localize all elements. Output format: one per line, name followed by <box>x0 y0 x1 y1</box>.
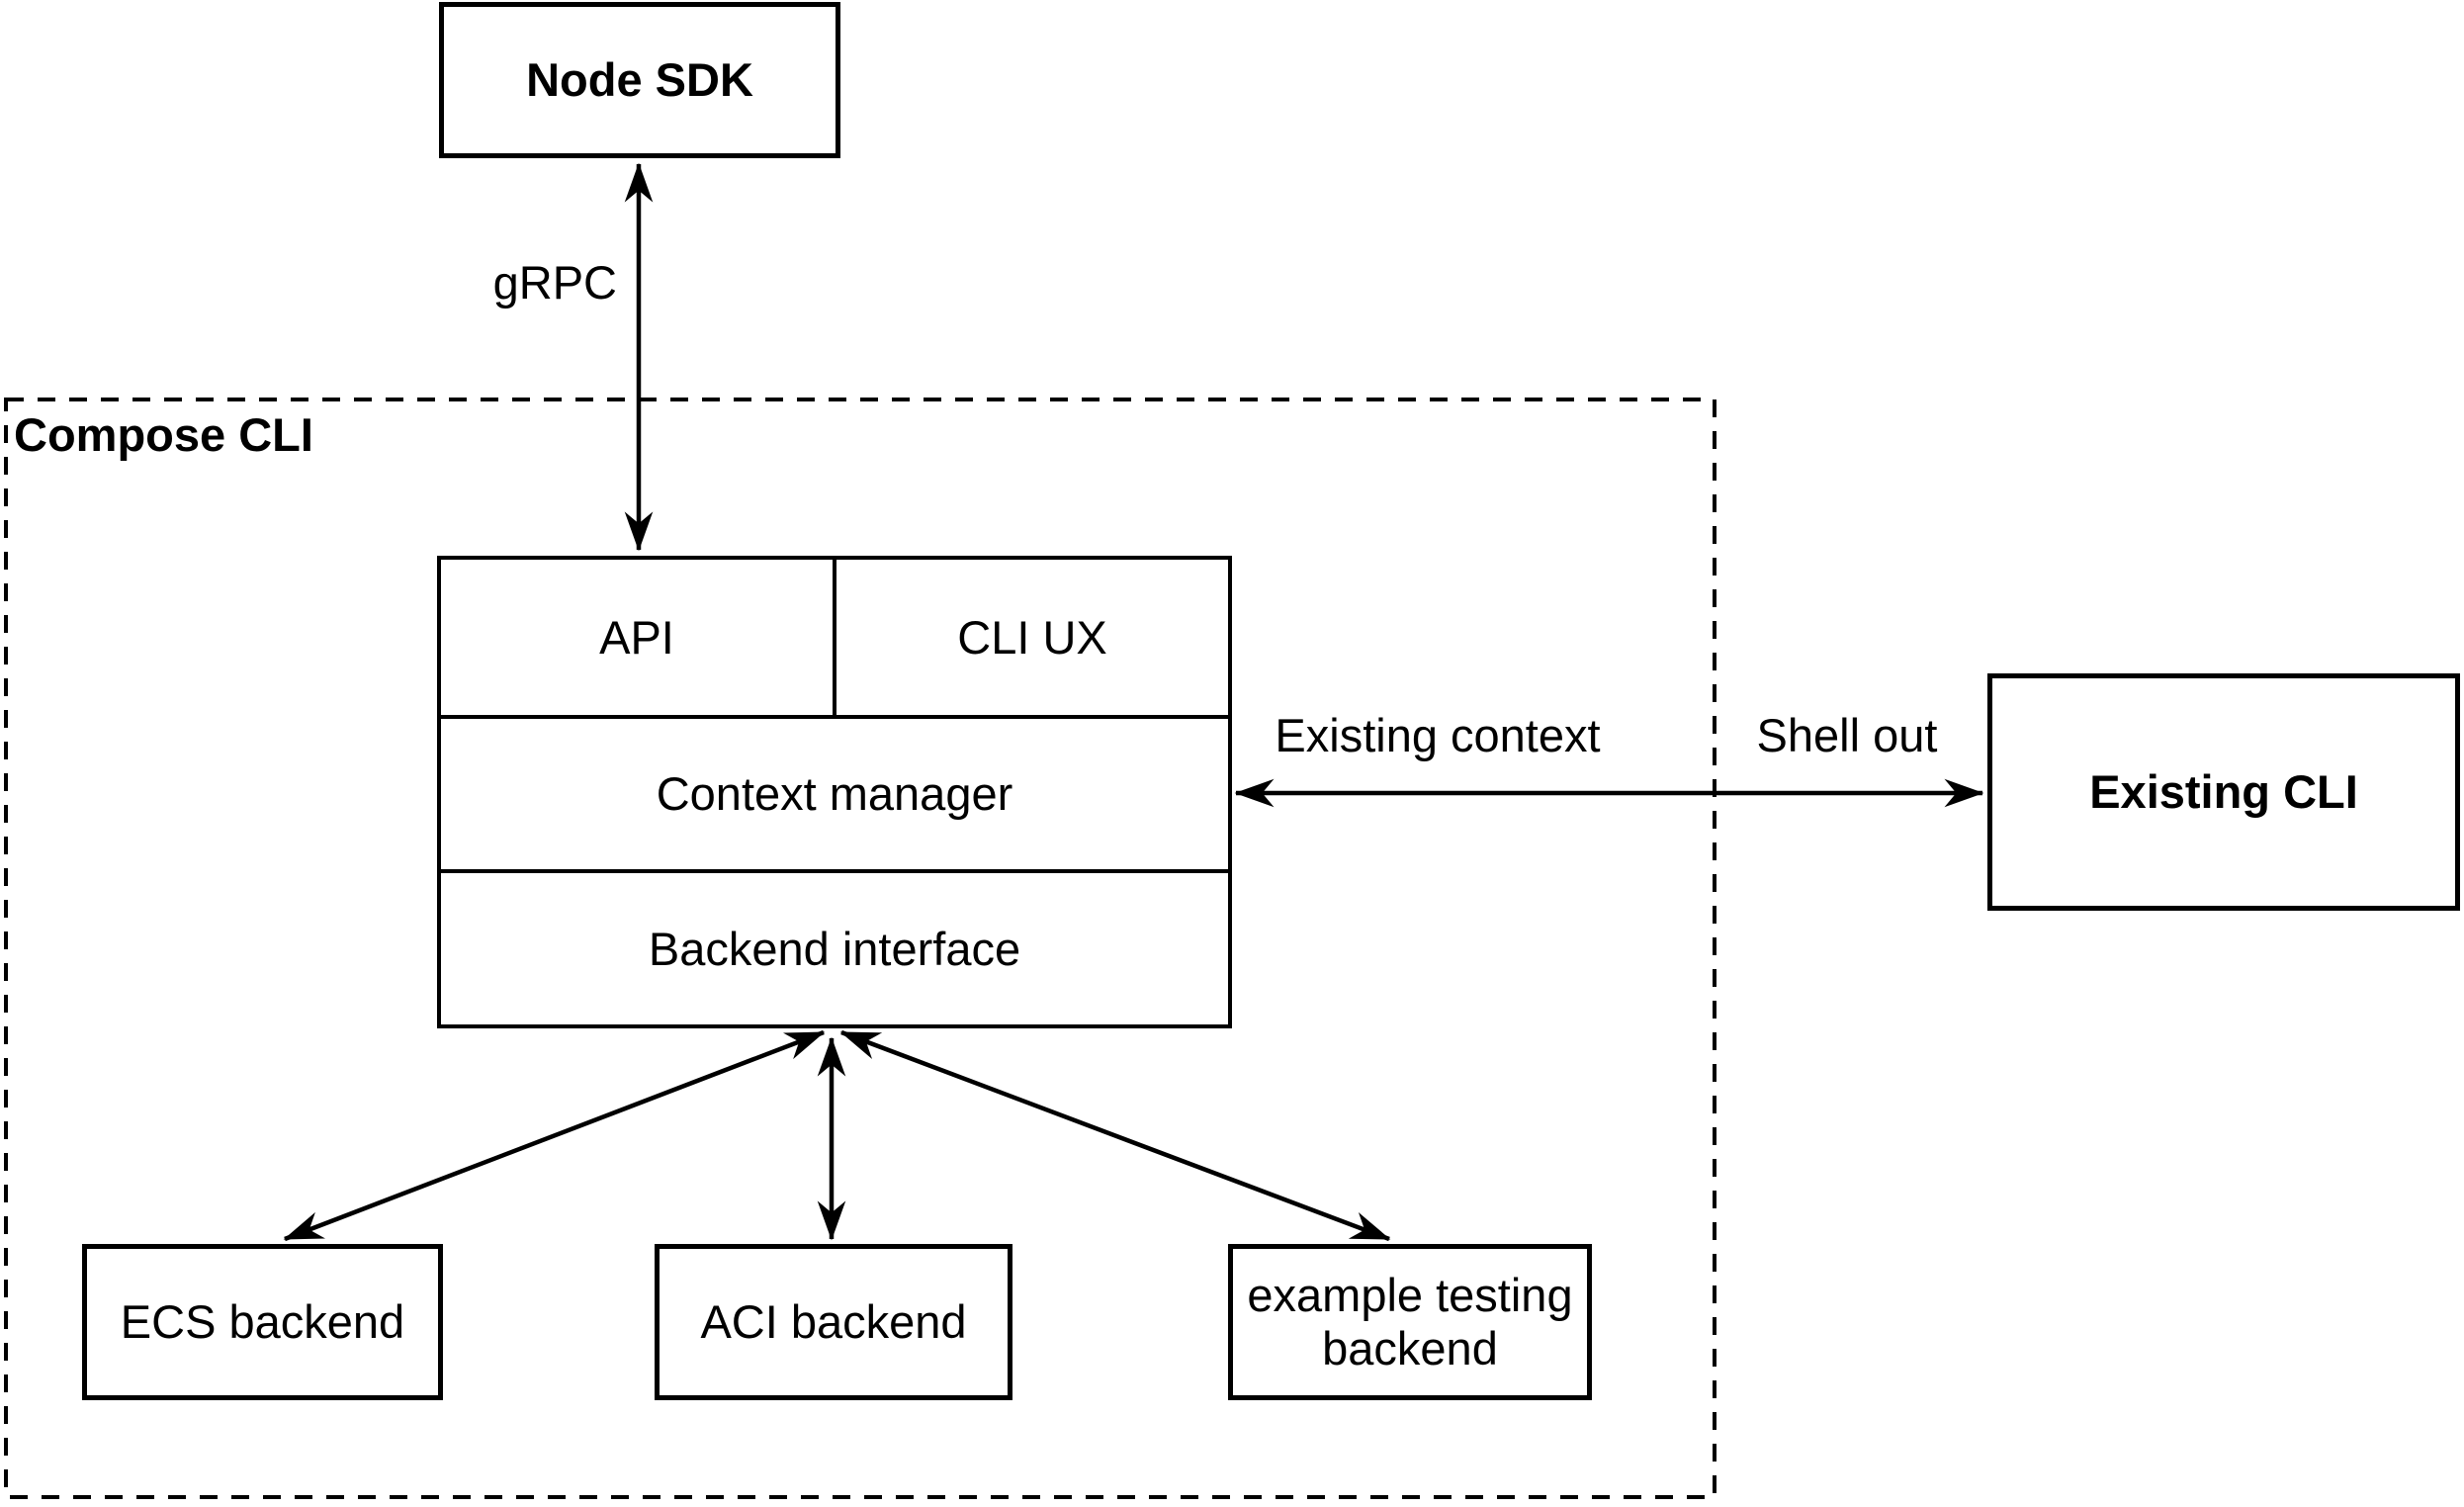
backend-interface-example-arrow <box>839 1029 1391 1242</box>
backend-interface-ecs-arrow <box>283 1029 826 1242</box>
example-testing-backend-box: example testing backend <box>1228 1244 1592 1400</box>
node-sdk-box: Node SDK <box>439 2 840 158</box>
shell-out-edge-label: Shell out <box>1756 709 1938 761</box>
api-label: API <box>599 610 674 664</box>
node-sdk-label: Node SDK <box>526 52 753 106</box>
cli-ux-label: CLI UX <box>957 610 1107 664</box>
cli-ux-cell: CLI UX <box>836 560 1228 715</box>
aci-backend-label: ACI backend <box>700 1294 967 1348</box>
existing-cli-box: Existing CLI <box>1987 673 2460 911</box>
context-manager-label: Context manager <box>656 767 1013 821</box>
context-manager-cell: Context manager <box>441 719 1228 870</box>
backend-interface-cell: Backend interface <box>441 873 1228 1024</box>
grpc-edge-label: gRPC <box>492 256 617 309</box>
compose-cli-container-label: Compose CLI <box>14 408 313 461</box>
example-testing-backend-label: example testing backend <box>1247 1268 1573 1374</box>
backend-interface-row: Backend interface <box>441 869 1228 1024</box>
context-manager-row: Context manager <box>441 714 1228 870</box>
existing-cli-label: Existing CLI <box>2089 764 2358 818</box>
ecs-backend-label: ECS backend <box>120 1294 405 1348</box>
aci-backend-box: ACI backend <box>655 1244 1012 1400</box>
backend-interface-label: Backend interface <box>648 923 1021 976</box>
compose-cli-container-border <box>4 398 1716 1499</box>
existing-context-edge-label: Existing context <box>1275 709 1601 761</box>
api-cell: API <box>441 560 836 715</box>
stack-row-top: API CLI UX <box>441 560 1228 715</box>
compose-cli-stack: API CLI UX Context manager Backend inter… <box>437 556 1232 1028</box>
ecs-backend-box: ECS backend <box>82 1244 443 1400</box>
